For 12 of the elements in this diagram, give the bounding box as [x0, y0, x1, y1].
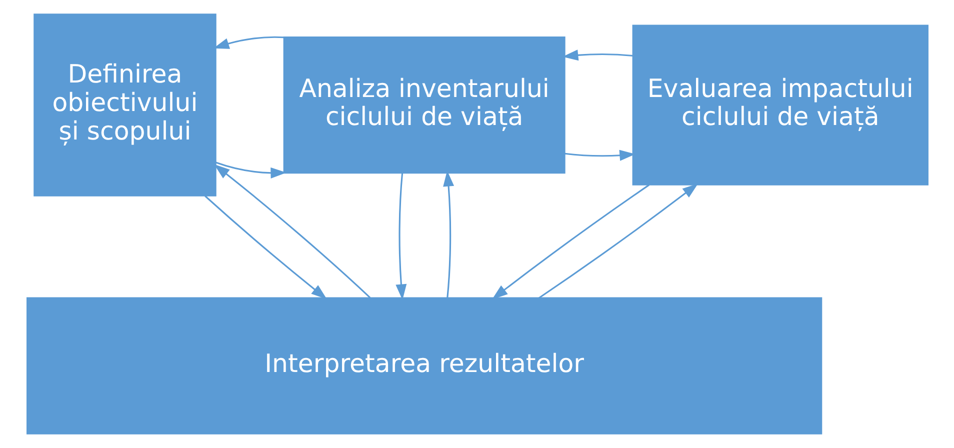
arrow — [564, 150, 635, 161]
arrow — [395, 172, 406, 300]
arrow — [492, 184, 650, 300]
node-box: Definirea obiectivului și scopului — [33, 14, 216, 196]
arrow — [204, 195, 326, 300]
node-box: Interpretarea rezultatelor — [26, 297, 822, 434]
arrow — [538, 184, 698, 299]
node-box: Analiza inventarului ciclului de viață — [282, 36, 565, 174]
node-box: Evaluarea impactului ciclului de viață — [632, 24, 928, 186]
arrow — [442, 170, 454, 298]
arrow — [214, 164, 370, 298]
arrow — [214, 162, 286, 178]
